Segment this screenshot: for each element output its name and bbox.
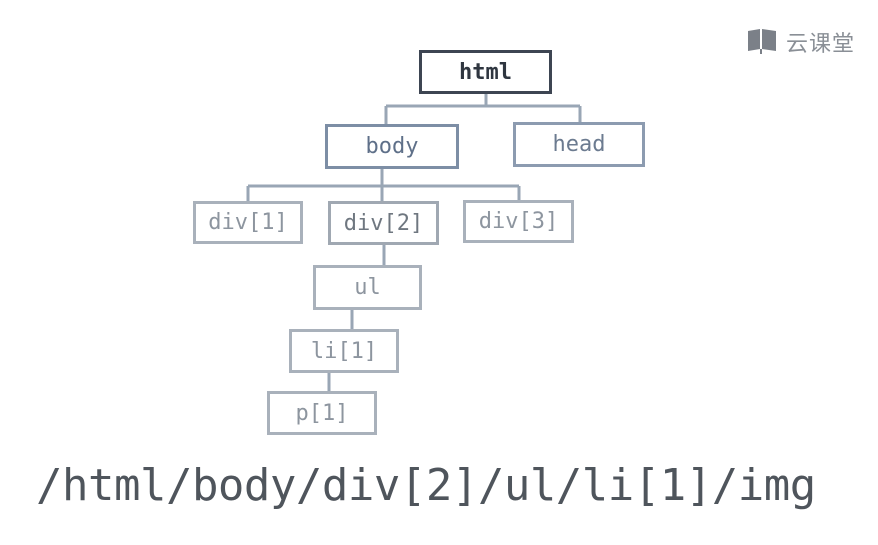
node-div-3: div[3] — [463, 200, 574, 243]
brand-name: 云课堂 — [786, 32, 856, 57]
node-head: head — [513, 122, 645, 167]
node-div-1: div[1] — [193, 201, 303, 244]
xpath-expression: /html/body/div[2]/ul/li[1]/img — [36, 460, 816, 511]
node-div-2: div[2] — [328, 201, 439, 245]
node-html: html — [419, 50, 552, 94]
node-body: body — [325, 124, 459, 169]
node-ul: ul — [313, 265, 422, 310]
book-icon — [748, 29, 776, 54]
brand-logo: 云课堂 — [746, 26, 855, 58]
node-li-1: li[1] — [289, 329, 399, 373]
node-p-1: p[1] — [267, 391, 377, 435]
